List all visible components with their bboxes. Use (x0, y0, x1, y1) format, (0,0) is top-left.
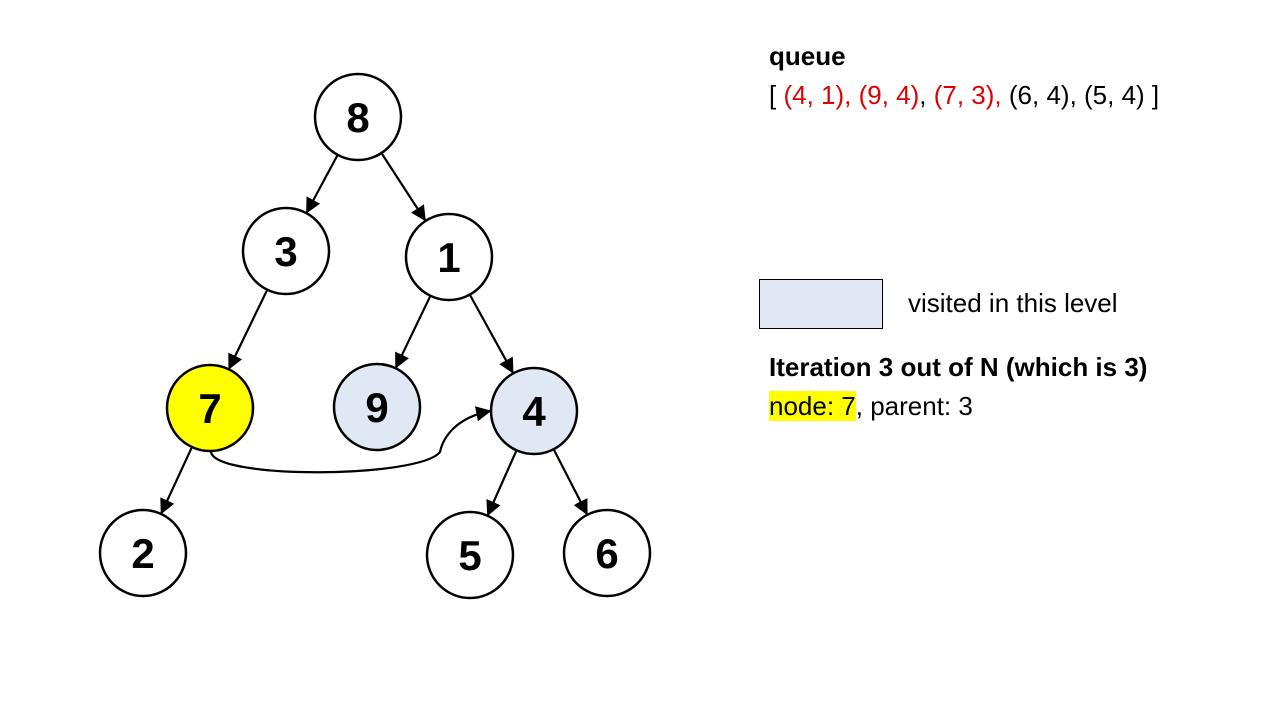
queue-open-bracket: [ (769, 80, 784, 110)
edge-4-to-5 (486, 450, 518, 517)
edge-8-to-3 (305, 155, 339, 214)
tree-diagram: 8 3 1 7 9 4 2 5 6 (98, 72, 652, 600)
node-label: 1 (437, 234, 460, 281)
tree-node-3: 3 (241, 206, 331, 296)
queue-item: (4, 1) (783, 80, 845, 110)
tree-node-1: 1 (404, 212, 494, 302)
legend-label: visited in this level (908, 288, 1118, 318)
tree-node-8: 8 (313, 72, 403, 162)
edge-1-to-9 (395, 296, 431, 369)
tree-node-2: 2 (98, 508, 188, 598)
queue-title: queue (769, 41, 846, 71)
node-circle (98, 508, 188, 598)
edge-1-to-4 (469, 294, 514, 374)
current-node-highlight: node: 7 (769, 391, 856, 421)
tree-node-6: 6 (562, 508, 652, 598)
node-circle (165, 363, 255, 453)
iteration-title: Iteration 3 out of N (which is 3) (769, 352, 1148, 382)
queue-separator: , (844, 80, 859, 110)
queue-item: (7, 3) (933, 80, 995, 110)
queue-item: (6, 4) (1008, 80, 1070, 110)
queue-list: [ (4, 1), (9, 4), (7, 3), (6, 4), (5, 4)… (769, 79, 1159, 111)
legend-visited-swatch (759, 279, 883, 329)
node-label: 5 (458, 532, 481, 579)
tree-node-5: 5 (425, 510, 515, 600)
edge-7-to-2 (160, 447, 193, 515)
node-circle (404, 212, 494, 302)
queue-separator: , (1069, 80, 1085, 110)
node-label: 7 (198, 385, 221, 432)
node-label: 3 (274, 228, 297, 275)
queue-separator: , (919, 80, 934, 110)
edge-4-to-6 (553, 449, 588, 516)
node-label: 8 (346, 94, 369, 141)
tree-node-9: 9 (332, 362, 422, 452)
node-label: 2 (131, 530, 154, 577)
node-label: 9 (365, 384, 388, 431)
node-label: 4 (522, 388, 546, 435)
edge-3-to-7 (228, 290, 268, 370)
queue-separator: , (994, 80, 1009, 110)
parent-text: , parent: 3 (855, 391, 973, 421)
node-circle (332, 362, 422, 452)
node-circle (425, 510, 515, 600)
edge-8-to-1 (381, 153, 426, 222)
node-circle (313, 72, 403, 162)
node-circle (489, 366, 579, 456)
iteration-detail: node: 7, parent: 3 (769, 390, 973, 422)
node-circle (562, 508, 652, 598)
queue-close-bracket: ] (1144, 80, 1160, 110)
tree-node-4: 4 (489, 366, 579, 456)
queue-item: (9, 4) (858, 80, 920, 110)
node-circle (241, 206, 331, 296)
queue-item: (5, 4) (1084, 80, 1145, 110)
node-label: 6 (595, 530, 618, 577)
tree-node-7: 7 (165, 363, 255, 453)
link-arrow-7-to-4 (209, 406, 492, 474)
